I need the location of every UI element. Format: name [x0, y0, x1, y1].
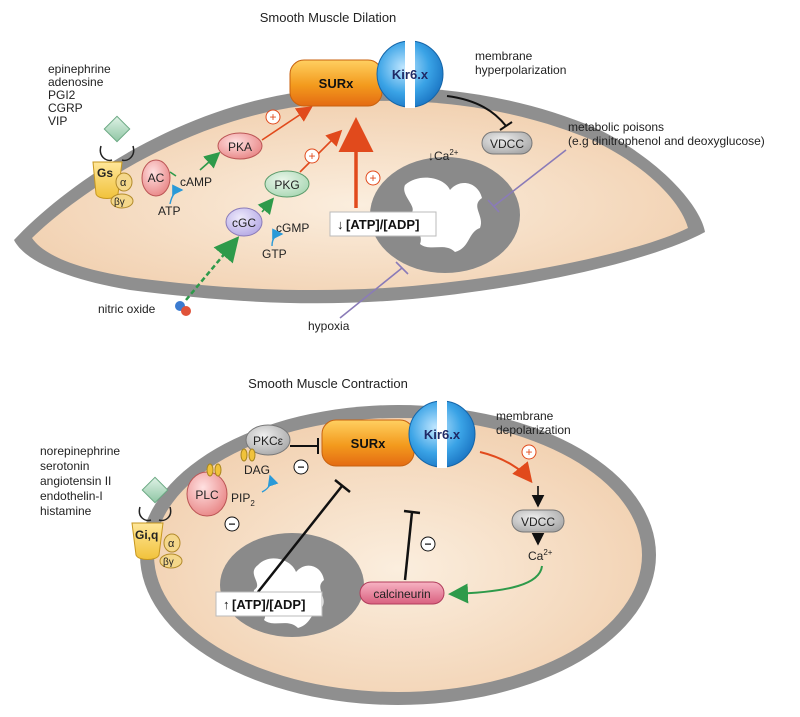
metabolic-poisons-inhibit	[493, 149, 567, 207]
dilation-pkg-to-surx-arrow	[299, 129, 343, 173]
dilation-surx-label: SURx	[319, 76, 354, 91]
kir-to-depolarization-arrow	[479, 451, 533, 484]
dilation-camp-label: cAMP	[180, 175, 212, 189]
dilation-pka-plus: +	[269, 110, 276, 124]
ratio-minus: −	[228, 517, 235, 531]
dilation-vdcc-label: VDCC	[490, 137, 524, 151]
metabolic-poisons-label: metabolic poisons (e.g dinitrophenol and…	[568, 120, 765, 148]
dilation-ratio-box	[329, 211, 437, 237]
contraction-pkc-label: PKCε	[253, 434, 284, 448]
dilation-gtp-to-cgmp-arrow	[271, 228, 284, 247]
dilation-receptor: Gs α βγ	[92, 161, 134, 209]
contraction-pip-label: PIP2	[231, 491, 255, 508]
calcineurin-inhibit-bar	[403, 509, 421, 515]
hypoxia-inhibit	[339, 267, 403, 319]
contraction-ratio-box	[215, 591, 323, 617]
contraction-pkc-node	[245, 424, 291, 456]
dilation-ca-label: ↓Ca2+	[428, 148, 459, 163]
dilation-ratio-label: [ATP]/[ADP]	[346, 217, 419, 232]
dilation-title: Smooth Muscle Dilation	[260, 10, 397, 25]
dilation-membrane-label: membrane hyperpolarization	[475, 49, 566, 77]
dilation-cycle-arrows	[99, 145, 135, 162]
contraction-surx-label: SURx	[351, 436, 386, 451]
dilation-atp-label: ATP	[158, 204, 180, 218]
dilation-pka-label: PKA	[228, 140, 252, 154]
contraction-receptor: Gi,q α βγ	[131, 522, 183, 569]
contraction-vdcc-label: VDCC	[521, 515, 555, 529]
metabolic-inhibit-bar	[487, 199, 500, 213]
calcineurin-to-surx-inhibit	[403, 511, 414, 581]
dilation-ac-label: AC	[148, 171, 165, 185]
ratio-inhibit-bar	[334, 479, 351, 493]
dilation-atp-to-camp-arrow	[169, 184, 184, 205]
contraction-kir-label: Kir6.x	[424, 427, 461, 442]
dilation-camp-to-pka-arrow	[199, 151, 221, 171]
hypoxia-inhibit-bar	[395, 261, 409, 275]
contraction-plc-label: PLC	[195, 488, 219, 502]
contraction-vdcc-channel	[511, 509, 565, 533]
dilation-agonist-list: epinephrine adenosine PGI2 CGRP VIP	[48, 62, 114, 128]
contraction-betagamma-label: βγ	[163, 557, 174, 568]
dilation-betagamma-label: βγ	[114, 197, 125, 208]
contraction-ca-label: Ca2+	[528, 548, 553, 563]
contraction-agonist-diamond	[141, 476, 169, 504]
dilation-ratio-plus: +	[369, 171, 376, 185]
contraction-agonist-list: norepinephrine serotonin angiotensin II …	[40, 444, 123, 518]
nitric-oxide-label: nitric oxide	[98, 302, 156, 316]
dilation-cgc-label: cGC	[232, 216, 256, 230]
contraction-alpha-label: α	[168, 538, 175, 550]
ca-to-calcineurin-arrow	[448, 565, 543, 604]
contraction-ratio-label: [ATP]/[ADP]	[232, 597, 305, 612]
dilation-pkg-plus: +	[308, 149, 315, 163]
dilation-cgc-node	[225, 207, 263, 237]
dilation-ac-node	[141, 159, 171, 197]
dilation-agonist-diamond	[103, 115, 131, 143]
depolarization-plus: +	[525, 445, 532, 459]
dilation-vdcc-channel	[481, 131, 533, 155]
contraction-dag-label: DAG	[244, 463, 270, 477]
contraction-receptor-label: Gi,q	[135, 528, 158, 542]
dilation-ac-to-camp-arrow	[169, 171, 177, 177]
dilation-kir-channel	[376, 40, 444, 108]
contraction-kir-channel	[408, 400, 476, 468]
contraction-membrane-label: membrane depolarization	[496, 409, 571, 437]
dilation-no-to-cgc-arrow	[185, 236, 240, 301]
calcineurin-minus: −	[424, 537, 431, 551]
contraction-title: Smooth Muscle Contraction	[248, 376, 408, 391]
pkc-minus: −	[297, 460, 304, 474]
dilation-kir-label: Kir6.x	[392, 67, 429, 82]
nitric-oxide-molecule	[175, 301, 191, 316]
dilation-kir-to-vdcc-inhibit	[446, 95, 507, 127]
ratio-to-surx-inhibit	[257, 485, 343, 593]
contraction-ratio-arrow: ↑	[223, 597, 230, 612]
dilation-gtp-label: GTP	[262, 247, 287, 261]
dilation-pkg-label: PKG	[274, 178, 299, 192]
pip-to-dag-arrow	[261, 474, 279, 493]
plc-membrane-anchor	[206, 463, 222, 477]
dilation-inhibit-bar	[499, 121, 513, 131]
dilation-receptor-label: Gs	[97, 166, 113, 180]
dilation-pka-node	[217, 132, 263, 160]
dilation-cgmp-to-pkg-arrow	[257, 197, 275, 215]
dilation-pka-to-surx-arrow	[261, 106, 313, 141]
pkc-membrane-anchor	[240, 448, 256, 462]
dilation-ratio-arrow: ↓	[337, 217, 344, 232]
calcineurin-label: calcineurin	[373, 587, 430, 601]
dilation-cgmp-label: cGMP	[276, 221, 309, 235]
hypoxia-label: hypoxia	[308, 319, 350, 333]
calcineurin-node	[359, 581, 445, 605]
contraction-cycle-arrows	[138, 506, 172, 522]
dilation-alpha-label: α	[120, 177, 127, 189]
dilation-pkg-node	[264, 170, 310, 198]
